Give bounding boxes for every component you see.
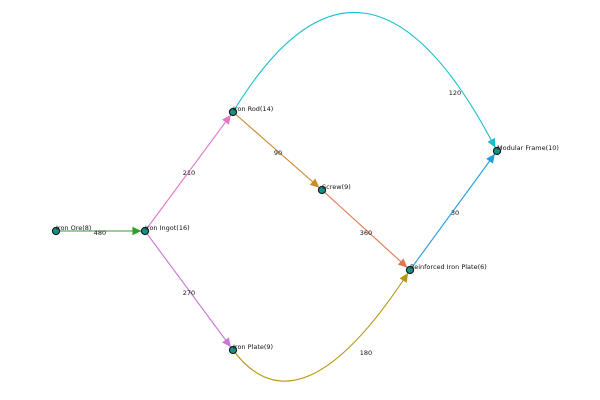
edge-label: 360: [360, 229, 372, 237]
arrowhead: [486, 153, 495, 164]
node-label: Iron Ore(8): [56, 224, 91, 232]
node-marker: [228, 345, 238, 355]
edge-label: 120: [449, 89, 461, 97]
edge-rod-screw: 90: [232, 111, 323, 191]
node-label: Iron Ingot(16): [145, 224, 190, 232]
edge-line: [144, 230, 234, 351]
edge-label: 480: [94, 229, 106, 237]
edge-rip-frame: 30: [409, 150, 498, 271]
edge-ingot-rod: 210: [144, 111, 234, 232]
node-reinforced-iron-plate: Reinforced Iron Plate(6): [405, 263, 487, 275]
node-screw: Screw(9): [317, 183, 351, 195]
node-marker: [405, 265, 415, 275]
arrowhead: [397, 258, 408, 268]
arrowhead: [487, 137, 496, 148]
node-iron-plate: Iron Plate(9): [228, 343, 273, 355]
edge-label: 30: [451, 209, 459, 217]
node-label: Modular Frame(10): [497, 144, 559, 152]
node-iron-ore: Iron Ore(8): [51, 224, 91, 236]
arrowhead: [222, 337, 231, 348]
node-label: Iron Rod(14): [233, 105, 273, 113]
edge-line: [232, 269, 411, 382]
node-iron-ingot: Iron Ingot(16): [140, 224, 190, 236]
edge-label: 270: [183, 289, 195, 297]
arrowhead: [399, 273, 409, 283]
node-label: Screw(9): [322, 183, 351, 191]
edge-line: [232, 111, 323, 191]
edge-line: [409, 150, 498, 271]
edge-ingot-plate: 270: [144, 230, 234, 351]
node-marker: [140, 226, 150, 236]
arrowhead: [222, 114, 231, 125]
edges-layer: 480 210 270 90 120 360 180 30: [56, 11, 498, 382]
node-marker: [228, 107, 238, 117]
edge-line: [144, 111, 234, 232]
node-marker: [317, 185, 327, 195]
node-iron-rod: Iron Rod(14): [228, 105, 273, 117]
node-marker: [51, 226, 61, 236]
node-marker: [492, 146, 502, 156]
edge-line: [232, 11, 498, 152]
node-label: Iron Plate(9): [233, 343, 273, 351]
edge-ore-ingot: 480: [56, 226, 145, 237]
edge-screw-rip: 360: [321, 189, 411, 271]
edge-label: 180: [360, 349, 372, 357]
arrowhead: [309, 178, 320, 188]
edge-rod-frame: 120: [232, 11, 498, 152]
arrowhead: [132, 226, 142, 236]
edge-plate-rip: 180: [232, 269, 411, 382]
node-label: Reinforced Iron Plate(6): [410, 263, 487, 271]
nodes-layer: Iron Ore(8) Iron Ingot(16) Iron Rod(14) Iro…: [51, 105, 559, 355]
edge-label: 90: [274, 149, 282, 157]
edge-label: 210: [183, 169, 195, 177]
edge-line: [321, 189, 411, 271]
node-modular-frame: Modular Frame(10): [492, 144, 559, 156]
